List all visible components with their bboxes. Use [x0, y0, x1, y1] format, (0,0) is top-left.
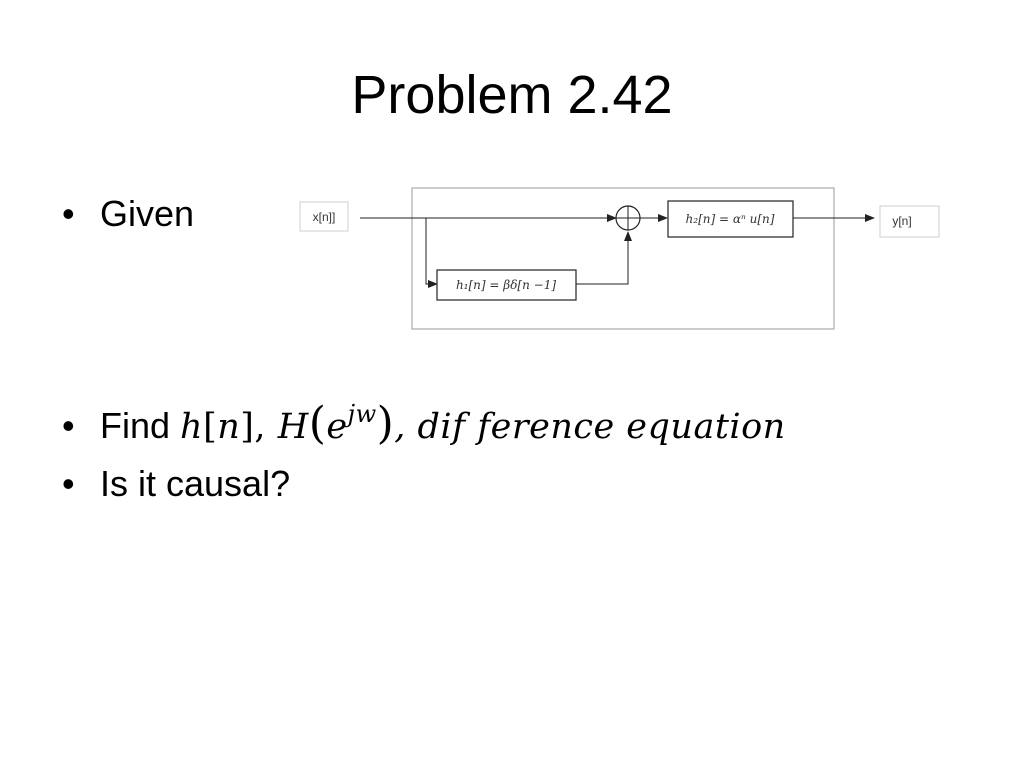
math-exponent: jw	[347, 400, 377, 428]
math-paren-open: (	[308, 398, 327, 449]
bullet-causal-text: Is it causal?	[100, 463, 291, 504]
system-frame	[411, 187, 835, 330]
h2-block	[667, 200, 794, 238]
branch-line	[425, 218, 434, 285]
block-diagram-svg: x[n]] h₁[n] = βδ[n −1] h₂[n] = αⁿ u[n] y…	[299, 187, 940, 330]
h2-label: h₂[n] = αⁿ u[n]	[686, 212, 775, 226]
bullet-dot: •	[62, 463, 75, 504]
bullet-given-text: Given	[100, 193, 195, 234]
math-H: H	[277, 407, 309, 447]
bullet-dot: •	[62, 405, 75, 446]
h1-label: h₁[n] = βδ[n −1]	[456, 278, 556, 292]
find-math-expression: h[n], H(ejw), dif ference equation	[180, 392, 786, 449]
bullet-causal: • Is it causal?	[62, 462, 290, 506]
math-rest: , dif ference equation	[394, 407, 786, 447]
block-diagram: x[n]] h₁[n] = βδ[n −1] h₂[n] = αⁿ u[n] y…	[296, 184, 944, 334]
math-e: e	[326, 407, 348, 447]
math-paren-close: )	[376, 398, 395, 449]
bullet-dot: •	[62, 193, 75, 234]
math-n: n	[217, 407, 241, 447]
math-h: h	[180, 407, 204, 447]
bullet-find-label: Find	[100, 405, 171, 446]
bullet-given: • Given	[62, 192, 194, 236]
input-label-box	[299, 201, 349, 232]
math-bracket-open: [	[203, 407, 218, 447]
output-label-box	[879, 205, 940, 238]
slide-title: Problem 2.42	[351, 65, 673, 125]
bullet-find: • Find h[n], H(ejw), dif ference equatio…	[62, 392, 786, 449]
h1-block	[436, 269, 577, 301]
input-label: x[n]]	[313, 210, 336, 224]
math-bracket-close: ],	[240, 407, 267, 447]
h1-out-line	[576, 239, 629, 285]
output-label: y[n]	[892, 214, 911, 228]
